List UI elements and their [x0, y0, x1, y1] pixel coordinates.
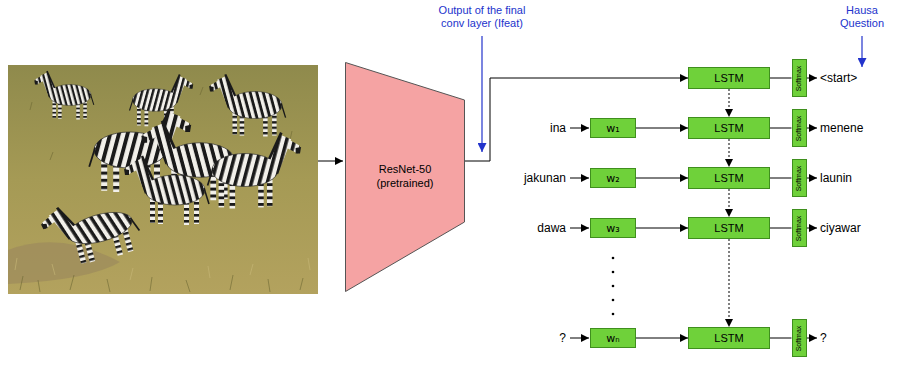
- flow-connector: [770, 128, 792, 129]
- image-arrow: [318, 161, 343, 162]
- callout-label: Hausa Question: [829, 4, 895, 30]
- flow-connector: [770, 78, 792, 79]
- flow-connector: [636, 178, 688, 179]
- flow-connector: [770, 228, 792, 229]
- output-arrows: [807, 78, 817, 338]
- output-word: ciyawar: [820, 221, 861, 235]
- output-word: menene: [820, 121, 863, 135]
- flow-connector: [636, 338, 688, 339]
- node-content: Softmax: [796, 165, 803, 191]
- node-text: wₙ: [606, 332, 619, 345]
- softmax-box: Softmax: [792, 159, 807, 197]
- input-arrows: [570, 128, 589, 338]
- softmax-box: Softmax: [792, 209, 807, 247]
- zebra-photo: [8, 65, 318, 294]
- embedding-box: w₂: [590, 168, 636, 188]
- softmax-box: Softmax: [792, 319, 807, 357]
- node-content: LSTM: [714, 172, 743, 184]
- flow-connector: [636, 128, 688, 129]
- lstm-cell: LSTM: [688, 67, 770, 89]
- node-content: LSTM: [714, 332, 743, 344]
- node-text: LSTM: [714, 172, 743, 184]
- lstm-cell: LSTM: [688, 217, 770, 239]
- recurrent-connector: [729, 239, 730, 327]
- recurrent-connector: [729, 139, 730, 167]
- node-content: LSTM: [714, 72, 743, 84]
- node-content: LSTM: [714, 222, 743, 234]
- output-word: launin: [820, 171, 852, 185]
- node-content: w₃: [606, 222, 619, 235]
- callout-arrow: [481, 36, 482, 152]
- node-text: w₁: [606, 122, 619, 135]
- embedding-box: w₃: [590, 218, 636, 238]
- node-content: wₙ: [606, 332, 619, 345]
- ellipsis-dots: [612, 257, 615, 316]
- node-content: ResNet-50 (pretrained): [366, 163, 444, 191]
- output-word: ?: [820, 331, 827, 345]
- node-text: ResNet-50 (pretrained): [366, 163, 444, 191]
- node-text: w₂: [606, 172, 619, 185]
- flow-connector: [770, 178, 792, 179]
- cnn-encoder: ResNet-50 (pretrained): [345, 62, 465, 292]
- callout-arrow: [861, 36, 862, 67]
- callout-label: Output of the final conv layer (Ifeat): [426, 4, 538, 30]
- input-word: ?: [559, 331, 566, 345]
- input-word: jakunan: [524, 171, 566, 185]
- node-text: Softmax: [796, 65, 803, 91]
- node-text: LSTM: [714, 222, 743, 234]
- node-content: Softmax: [796, 325, 803, 351]
- node-text: Softmax: [796, 115, 803, 141]
- node-text: w₃: [606, 222, 619, 235]
- input-word: ina: [550, 121, 566, 135]
- node-text: Softmax: [796, 165, 803, 191]
- node-content: w₂: [606, 172, 619, 185]
- node-content: LSTM: [714, 122, 743, 134]
- node-text: LSTM: [714, 332, 743, 344]
- node-content: w₁: [606, 122, 619, 135]
- flow-connector: [465, 78, 688, 161]
- node-text: LSTM: [714, 72, 743, 84]
- softmax-box: Softmax: [792, 109, 807, 147]
- flow-connector: [636, 228, 688, 229]
- node-text: Softmax: [796, 215, 803, 241]
- flow-connector: [770, 338, 792, 339]
- embedding-box: w₁: [590, 118, 636, 138]
- embedding-box: wₙ: [590, 328, 636, 348]
- node-content: Softmax: [796, 215, 803, 241]
- lstm-cell: LSTM: [688, 167, 770, 189]
- node-text: LSTM: [714, 122, 743, 134]
- input-word: dawa: [537, 221, 566, 235]
- output-word: <start>: [820, 71, 857, 85]
- softmax-box: Softmax: [792, 59, 807, 97]
- node-text: Softmax: [796, 325, 803, 351]
- node-content: Softmax: [796, 65, 803, 91]
- trapezoid-outline: [346, 63, 465, 292]
- recurrent-connector: [729, 89, 730, 117]
- lstm-cell: LSTM: [688, 327, 770, 349]
- recurrent-connector: [729, 189, 730, 217]
- node-content: Softmax: [796, 115, 803, 141]
- lstm-cell: LSTM: [688, 117, 770, 139]
